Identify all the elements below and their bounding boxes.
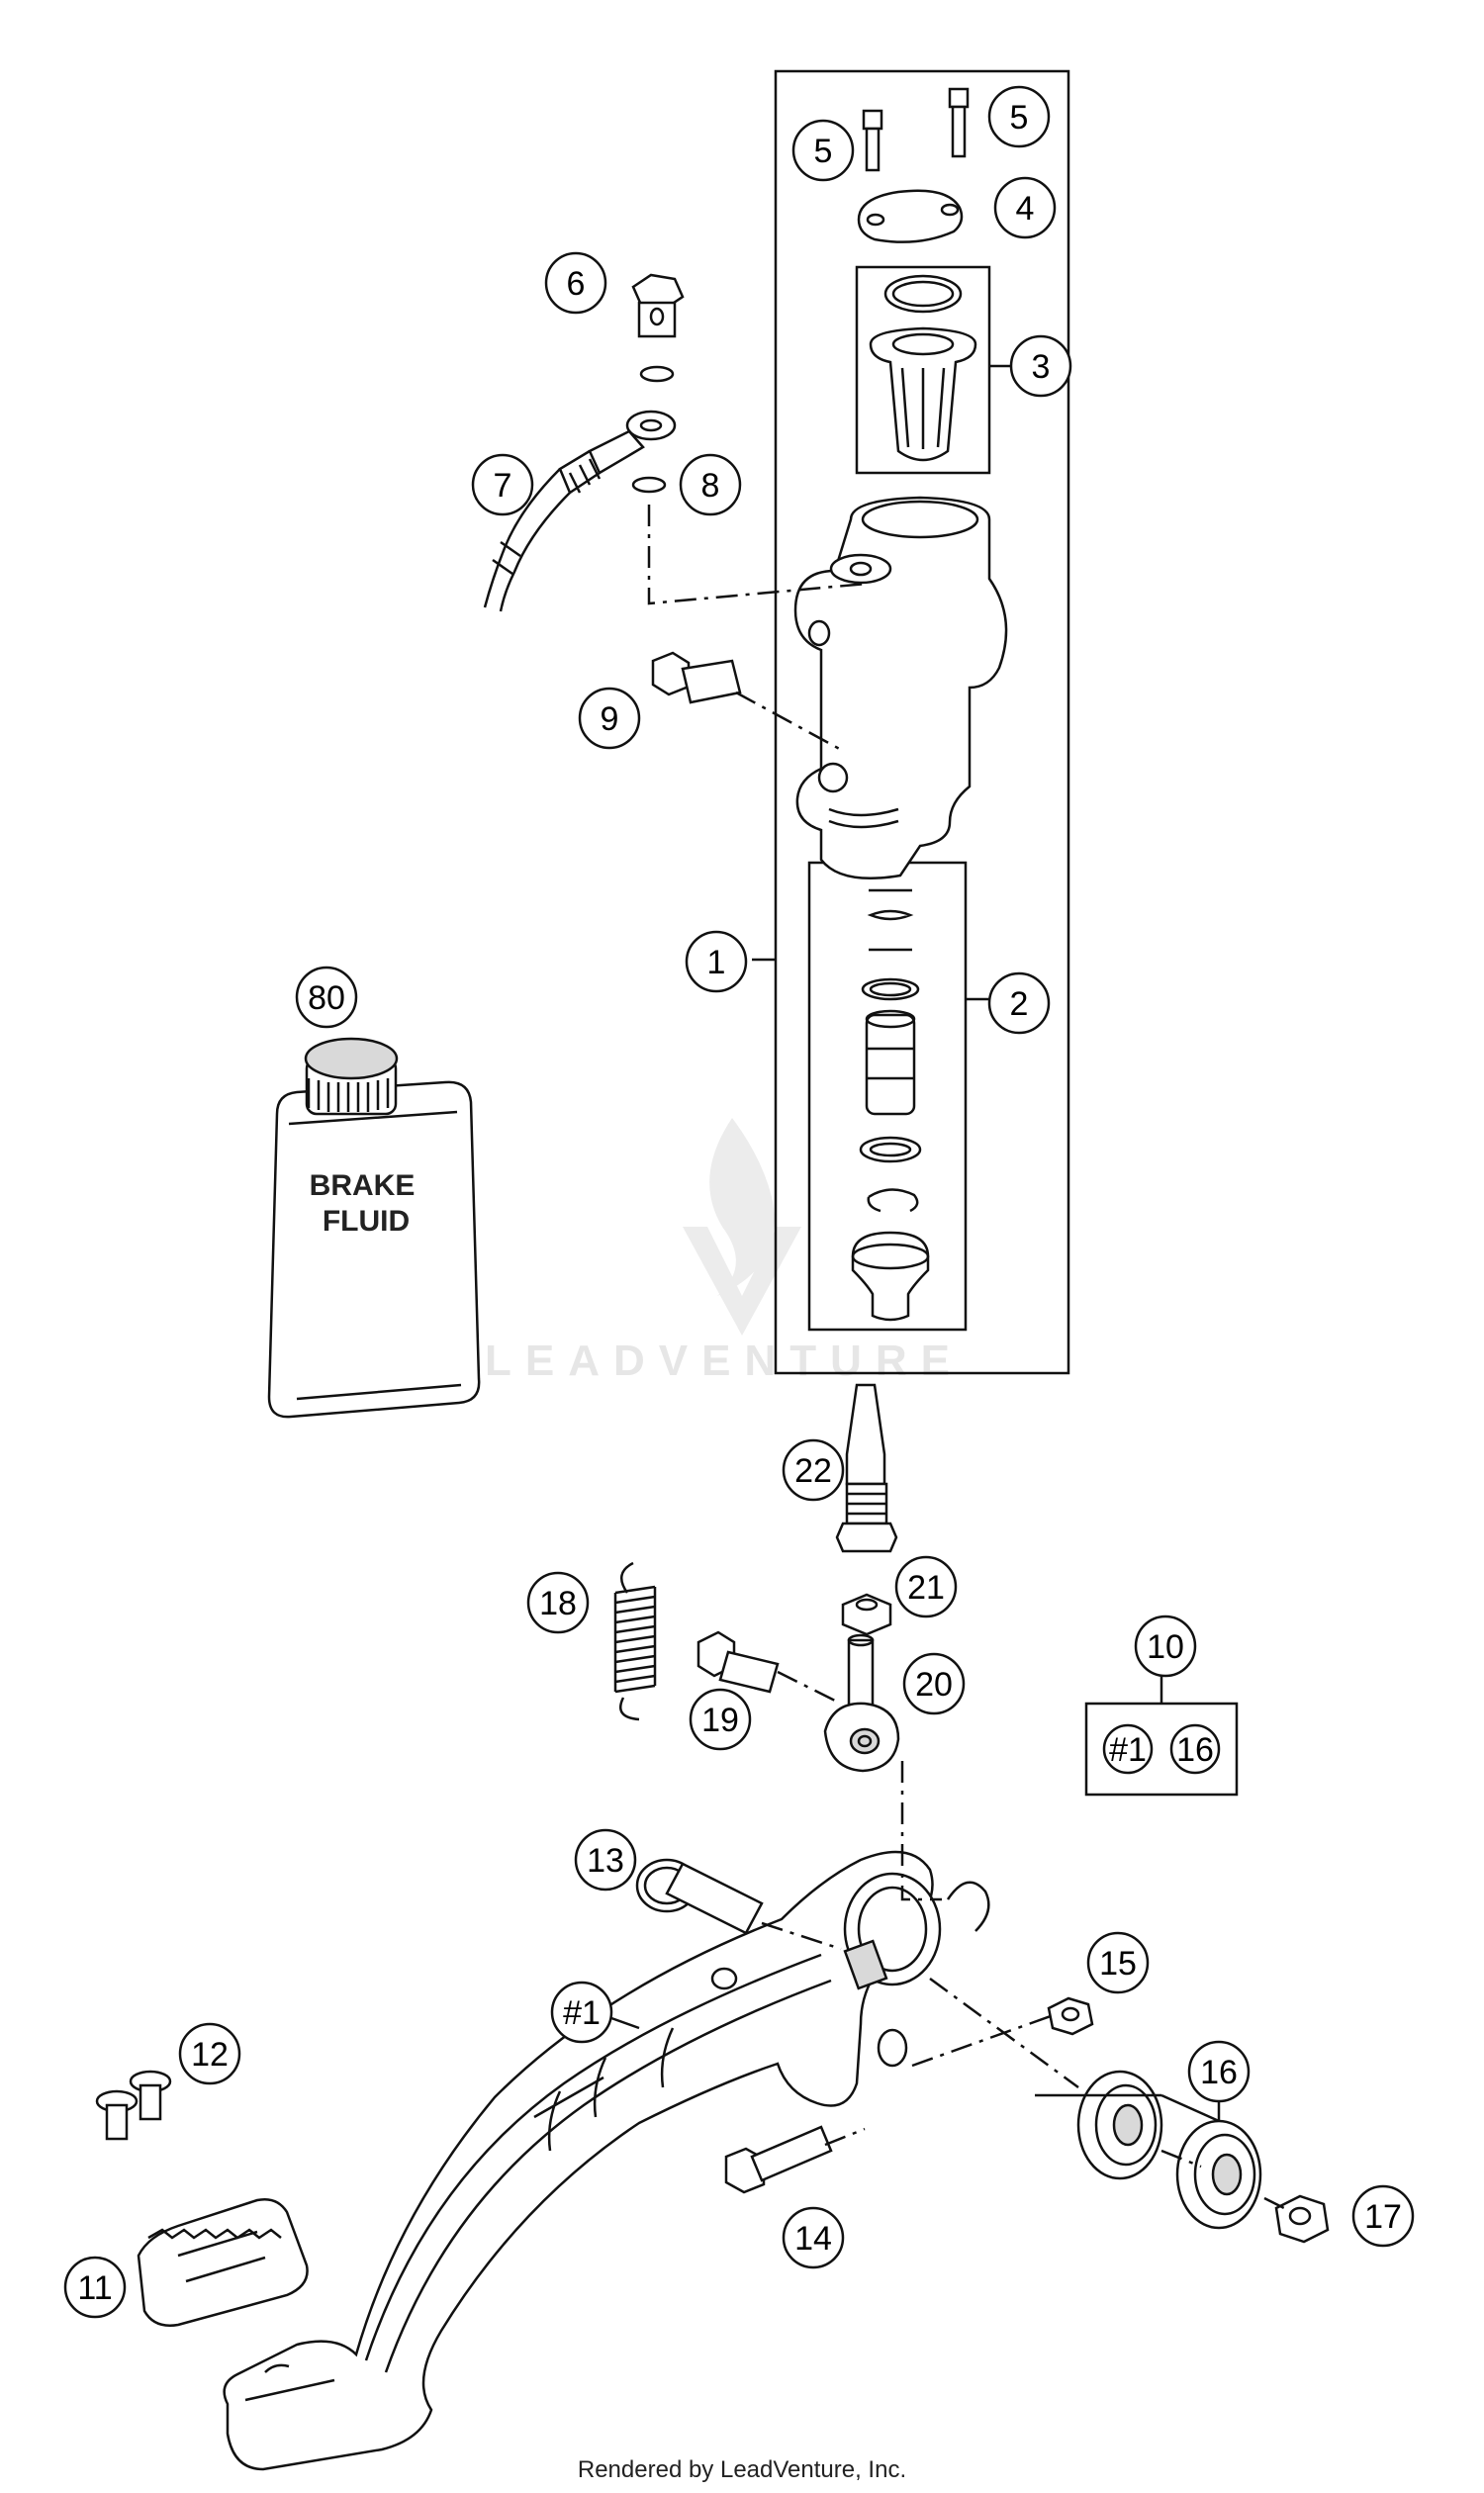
kit-item-a-circle xyxy=(1102,1723,1154,1775)
callout-4: 4 xyxy=(1016,190,1035,228)
callout-6: 6 xyxy=(567,265,586,303)
callout-18: 18 xyxy=(539,1585,577,1622)
bolt-14-part xyxy=(724,2125,833,2194)
callout-13: 13 xyxy=(587,1842,624,1880)
callout-80-circle xyxy=(295,966,358,1029)
reservoir-cover-part xyxy=(857,189,964,243)
callout-20-circle xyxy=(902,1652,966,1715)
watermark-text: LEADVENTURE xyxy=(485,1337,964,1385)
kit-10-box: #1 16 xyxy=(1084,1672,1239,1797)
nut-17-part xyxy=(1274,2194,1330,2244)
callout-3: 3 xyxy=(1032,348,1051,386)
callout-6-circle xyxy=(544,251,607,315)
callout-5a: 5 xyxy=(814,133,833,170)
callout-14: 14 xyxy=(794,2220,832,2258)
callout-5b-circle xyxy=(987,85,1051,148)
callout-17: 17 xyxy=(1364,2198,1402,2236)
brake-hose-part xyxy=(483,410,677,612)
callout-16: 16 xyxy=(1200,2054,1238,2091)
callout-12: 12 xyxy=(191,2036,229,2074)
callout-13-circle xyxy=(574,1828,637,1892)
callout-pedal-circle xyxy=(550,1981,613,2044)
callout-19-circle xyxy=(689,1688,752,1751)
callout-16-circle xyxy=(1187,2040,1251,2103)
callout-11: 11 xyxy=(77,2269,112,2307)
pivot-bolt-part xyxy=(635,1858,764,1935)
callout-2: 2 xyxy=(1010,985,1029,1023)
callout-20: 20 xyxy=(915,1666,953,1704)
callout-7-circle xyxy=(471,453,534,516)
callout-10-circle xyxy=(1134,1615,1197,1678)
nut-15-part xyxy=(1047,1996,1094,2036)
callout-2-circle xyxy=(987,971,1051,1035)
pedal-tip-part xyxy=(137,2198,309,2327)
banjo-bolt-part xyxy=(631,273,685,494)
callout-15-circle xyxy=(1086,1931,1150,1994)
callout-8: 8 xyxy=(701,467,720,505)
callout-3-circle xyxy=(1009,334,1072,398)
brake-pedal-part xyxy=(223,1850,990,2471)
master-cylinder-assembly-box xyxy=(774,69,1070,1375)
callout-22: 22 xyxy=(794,1452,832,1490)
screw-part xyxy=(862,87,970,172)
bearing-part xyxy=(1076,2070,1262,2230)
callout-10: 10 xyxy=(1147,1628,1184,1666)
callout-21: 21 xyxy=(907,1569,945,1607)
callout-9-circle xyxy=(578,687,641,750)
can-label-line2: FLUID xyxy=(323,1205,410,1238)
callout-80: 80 xyxy=(308,979,345,1017)
pedal-tip-screw-part xyxy=(95,2070,172,2141)
callout-17-circle xyxy=(1351,2184,1415,2248)
bolt-9-part xyxy=(651,651,742,704)
callout-5b: 5 xyxy=(1010,99,1029,137)
callout-18-circle xyxy=(526,1571,590,1634)
callout-8-circle xyxy=(679,453,742,516)
callout-pedal: #1 xyxy=(563,1994,601,2032)
brake-fluid-can-part: BRAKE FLUID xyxy=(267,1037,481,1419)
callout-15: 15 xyxy=(1099,1945,1137,1983)
callout-14-circle xyxy=(782,2206,845,2269)
nut-21-part xyxy=(841,1593,892,1636)
kit-item-a-label: #1 xyxy=(1109,1731,1147,1769)
reservoir-kit-box xyxy=(855,265,991,475)
can-label-line1: BRAKE xyxy=(310,1169,416,1202)
piston-spring-part xyxy=(851,888,930,1322)
callout-7: 7 xyxy=(494,467,512,505)
clevis-part xyxy=(823,1633,900,1773)
kit-item-b-circle xyxy=(1169,1723,1221,1775)
reservoir-part xyxy=(869,274,977,462)
callout-4-circle xyxy=(993,176,1057,239)
callout-9: 9 xyxy=(601,700,619,738)
callout-12-circle xyxy=(178,2022,241,2085)
callout-21-circle xyxy=(894,1555,958,1618)
watermark: LEADVENTURE xyxy=(485,1118,964,1385)
master-cylinder-body-part xyxy=(793,496,1008,880)
assembly-lines xyxy=(647,505,1285,2210)
footer-credit: Rendered by LeadVenture, Inc. xyxy=(578,2456,906,2483)
callout-1: 1 xyxy=(707,944,726,981)
callout-22-circle xyxy=(782,1438,845,1502)
callout-19: 19 xyxy=(701,1702,739,1739)
kit-item-b-label: 16 xyxy=(1176,1731,1214,1769)
callout-5a-circle xyxy=(791,119,855,182)
callout-11-circle xyxy=(63,2256,127,2319)
callouts: 1 2 3 4 5 5 6 7 8 9 10 11 12 13 14 15 16 xyxy=(63,85,1415,2319)
push-rod-part xyxy=(835,1383,898,1553)
bolt-19-part xyxy=(696,1630,780,1694)
callout-1-circle xyxy=(685,930,748,993)
return-spring-part xyxy=(613,1561,657,1721)
